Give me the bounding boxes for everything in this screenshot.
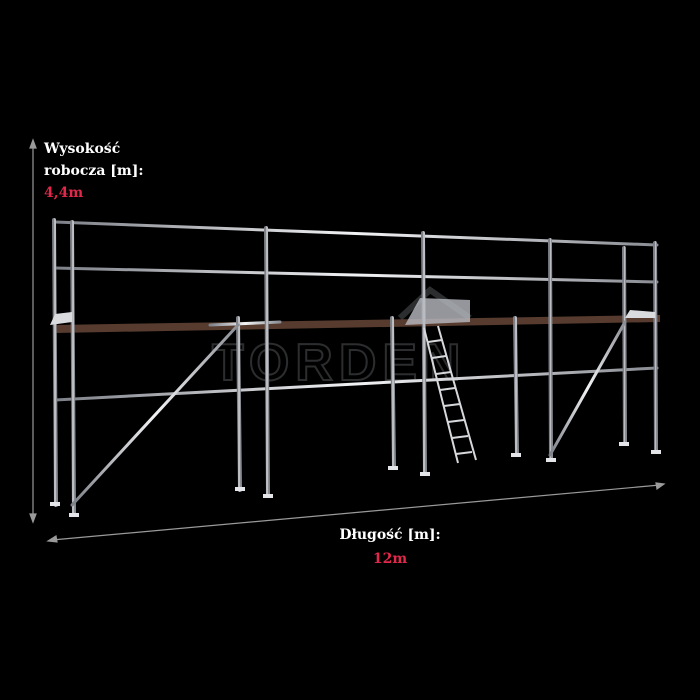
working-height-title-line2: robocza [m]: [44,163,144,179]
vertical-posts [52,218,658,517]
end-deck-plates [50,310,655,325]
working-height-value: 4,4m [44,185,84,201]
ladder [423,325,477,464]
base-plates [50,442,661,517]
hatch-platform [405,298,470,325]
watermark-text: TORDEN [212,334,467,392]
diagonal-braces [70,320,627,507]
working-height-title-line1: Wysokość [44,141,121,157]
height-dimension-line [29,138,37,524]
length-label: Długość [m]: 12m [330,524,450,570]
length-dimension-line [46,482,666,543]
length-value: 12m [372,551,408,567]
working-height-label: Wysokość robocza [m]: 4,4m [44,138,144,204]
length-title: Długość [m]: [339,527,441,543]
plank-deck [55,315,660,333]
watermark-logo: TORDEN [211,286,472,393]
horizontal-rails [53,220,659,402]
